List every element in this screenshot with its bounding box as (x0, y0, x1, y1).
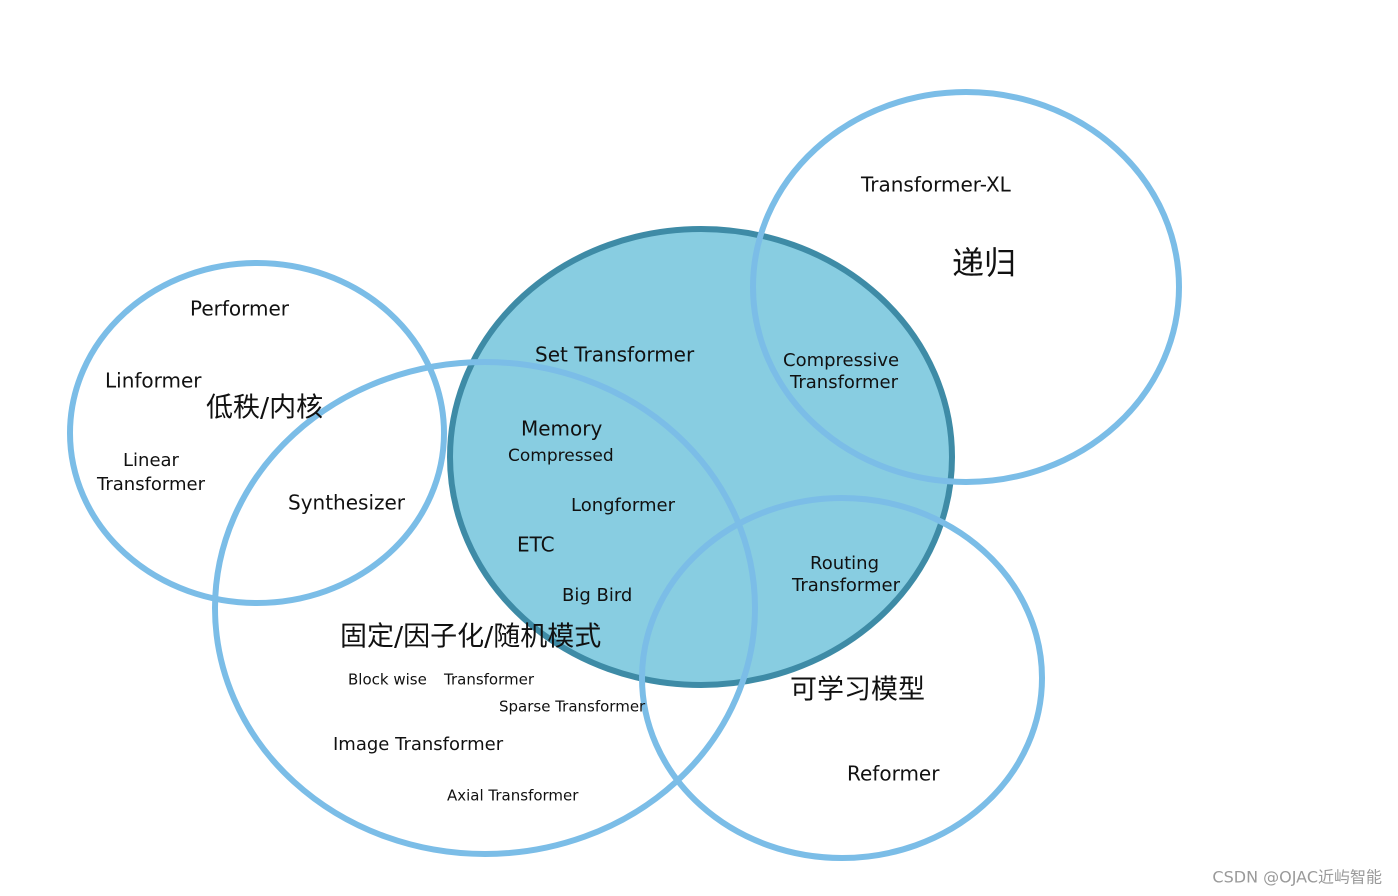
fixed-random-title: 固定/因子化/随机模式 (340, 622, 601, 653)
compressive-label-line2: Transformer (789, 372, 899, 393)
etc-label: ETC (517, 533, 555, 557)
synthesizer-label: Synthesizer (288, 491, 406, 515)
transformer-xl-label: Transformer-XL (860, 173, 1012, 197)
learnable-title: 可学习模型 (790, 675, 925, 706)
low-rank-kernel-circle (67, 260, 447, 606)
memory-label: Memory (521, 417, 603, 441)
compressive-label-line1: Compressive (783, 350, 899, 371)
recurrence-circle (750, 89, 1182, 485)
performer-label: Performer (190, 297, 290, 321)
linformer-label: Linformer (105, 369, 202, 393)
fixed-random-circle (212, 359, 758, 857)
block-transformer-label: Transformer (443, 671, 535, 689)
linear-transformer-label-line1: Linear (123, 450, 180, 471)
reformer-label: Reformer (847, 762, 940, 786)
low-rank-kernel-title: 低秩/内核 (206, 393, 323, 424)
routing-label-line2: Transformer (791, 575, 901, 596)
recurrence-title: 递归 (952, 244, 1016, 282)
block-wise-label: Block wise (348, 671, 427, 689)
compressed-label: Compressed (508, 446, 614, 466)
big-bird-label: Big Bird (562, 585, 632, 606)
learnable-circle (639, 495, 1045, 861)
axial-transformer-label: Axial Transformer (447, 787, 579, 805)
linear-transformer-label-line2: Transformer (96, 474, 206, 495)
image-transformer-label: Image Transformer (333, 734, 504, 755)
longformer-label: Longformer (571, 495, 676, 516)
routing-label-line1: Routing (810, 553, 879, 574)
sparse-transformer-label: Sparse Transformer (499, 698, 646, 716)
watermark: CSDN @OJAC近屿智能 (1212, 868, 1382, 887)
set-transformer-label: Set Transformer (535, 343, 695, 367)
